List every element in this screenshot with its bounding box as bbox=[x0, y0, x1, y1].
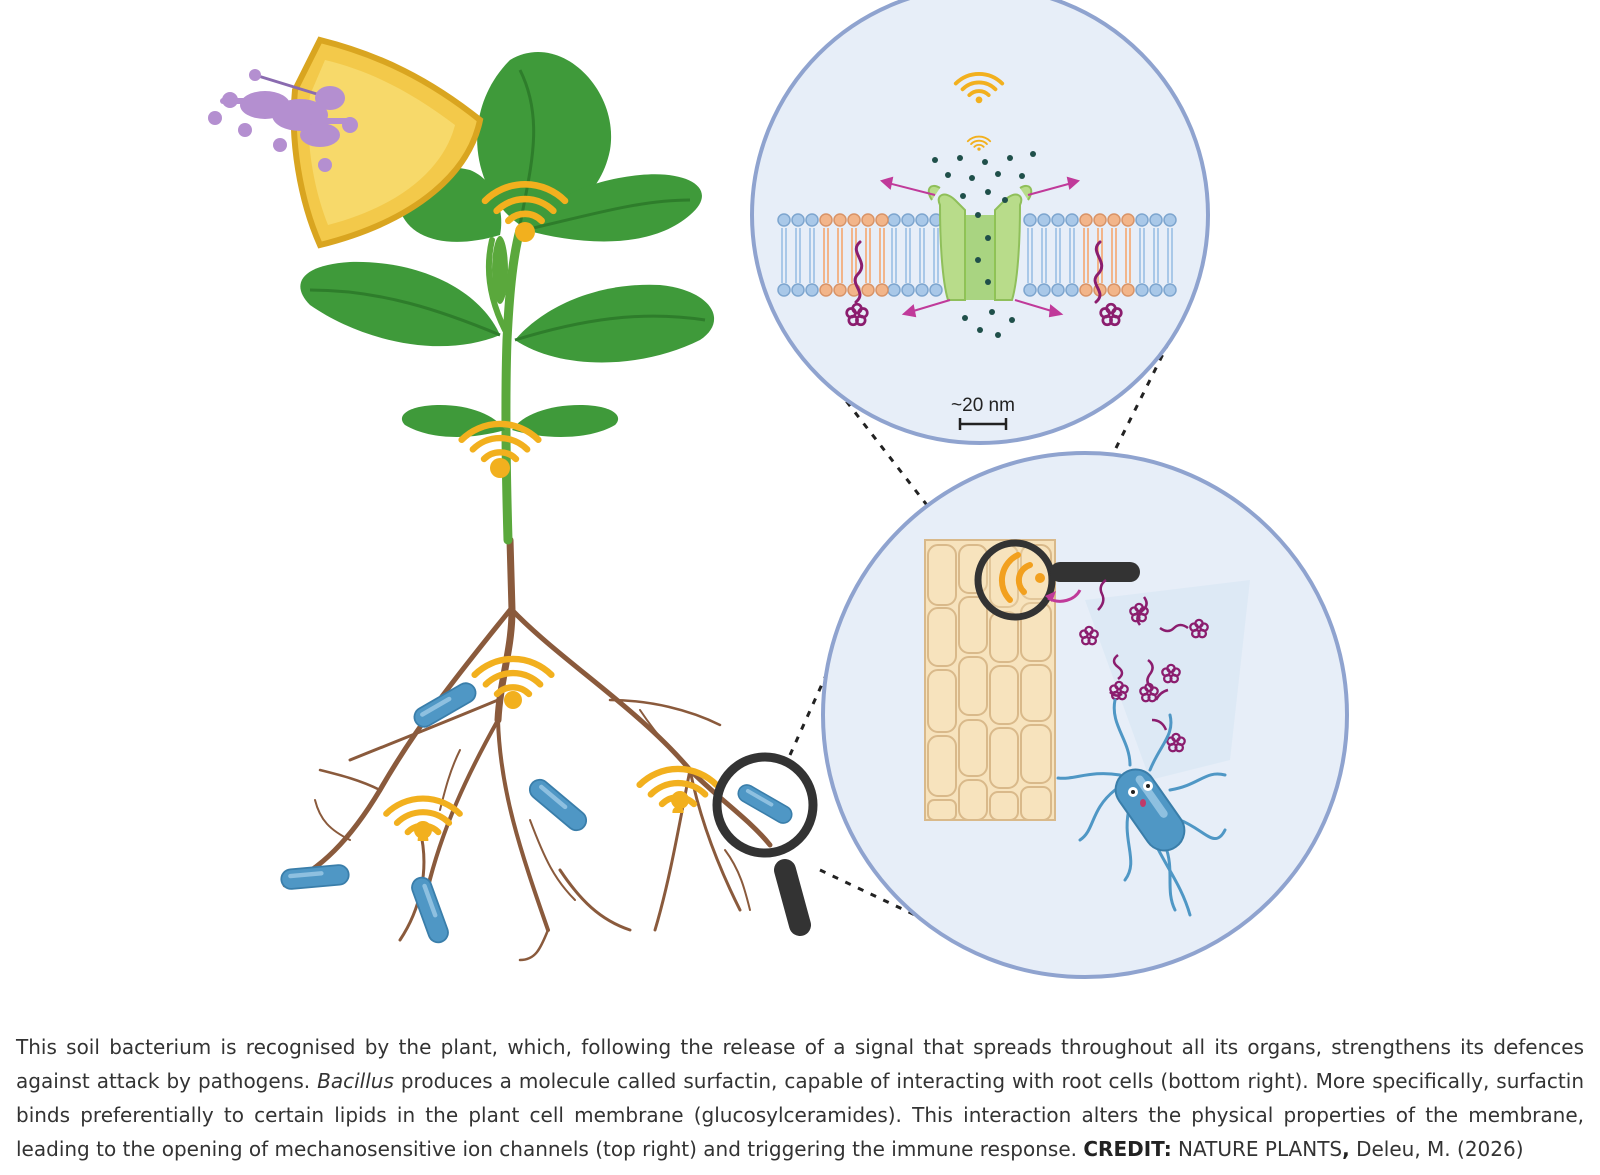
ion-channel-icon bbox=[927, 184, 1033, 301]
caption-italic-bacillus: Bacillus bbox=[317, 1069, 394, 1093]
credit-comma: , bbox=[1342, 1137, 1350, 1161]
root-cell-zoom-circle bbox=[821, 451, 1349, 979]
plant-root-cells bbox=[924, 539, 1056, 821]
scale-bar: ~20 nm bbox=[951, 395, 1015, 430]
ions bbox=[932, 151, 1036, 338]
credit-label: CREDIT: bbox=[1083, 1137, 1172, 1161]
plant-signalling-diagram: ~20 nm bbox=[208, 0, 1349, 979]
membrane-zoom-circle: ~20 nm bbox=[750, 0, 1210, 445]
magnifier-icon bbox=[974, 539, 1140, 621]
pathogen-icon bbox=[208, 69, 358, 172]
credit-source: NATURE PLANTS bbox=[1171, 1137, 1343, 1161]
figure-caption: This soil bacterium is recognised by the… bbox=[16, 1030, 1584, 1166]
caption-text-part1: This soil bacterium is recognised by the… bbox=[16, 1035, 1584, 1093]
credit-author: Deleu, M. (2026) bbox=[1349, 1137, 1524, 1161]
plant-leaves bbox=[300, 52, 715, 437]
surfactin-icon bbox=[1097, 579, 1189, 731]
caption-text-part2: produces a molecule called surfactin, ca… bbox=[16, 1069, 1584, 1161]
membrane-tension-arrows bbox=[879, 176, 1081, 318]
plant-stem bbox=[485, 225, 525, 545]
scale-label: ~20 nm bbox=[951, 395, 1015, 416]
magnifier-icon bbox=[712, 752, 818, 936]
bacterium-icon bbox=[1056, 698, 1227, 917]
plant-roots bbox=[282, 536, 773, 962]
signal-wave-icon bbox=[998, 552, 1045, 603]
surfactin-icon bbox=[853, 240, 1104, 304]
